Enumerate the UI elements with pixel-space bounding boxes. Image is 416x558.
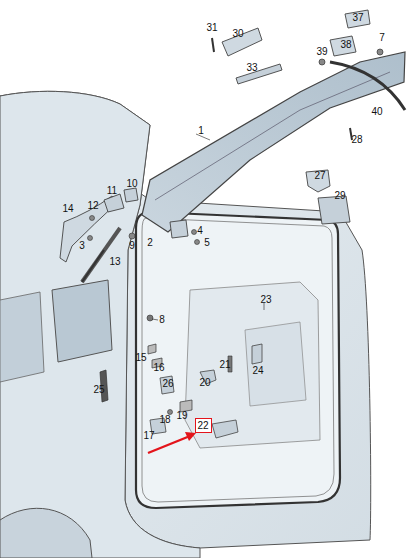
callout-number: 7 [379,33,385,43]
side-window [0,292,44,382]
nut [377,49,383,55]
callout-number: 23 [260,295,271,305]
hinge [170,220,188,238]
striker [212,420,238,438]
tailgate-lid [142,52,405,232]
lamp [252,344,262,364]
side-window [52,280,112,362]
callout-number: 18 [159,415,170,425]
gas-strut-rod [82,250,104,282]
callout-number: 16 [153,363,164,373]
callout-number: 31 [206,23,217,33]
callout-number: 4 [197,226,203,236]
callout-number: 12 [87,201,98,211]
lid-edge [155,72,390,200]
callout-number: 3 [79,241,85,251]
callout-number: 28 [351,135,362,145]
cap-part [345,10,370,28]
callout-number: 17 [143,431,154,441]
callout-number: 15 [135,353,146,363]
callout-number: 37 [352,13,363,23]
trim-strip [330,62,405,110]
bolt [90,216,95,221]
callout-number: 11 [107,186,117,196]
handle-part [330,36,356,56]
callout-number: 30 [232,29,243,39]
callout-number: 22 [198,421,211,431]
callout-number: 25 [93,385,104,395]
bolt [195,240,200,245]
callout-number: 33 [246,63,257,73]
callout-number: 29 [334,191,345,201]
side-trim [245,322,306,406]
door-seal [136,212,340,508]
callout-number: 39 [316,47,327,57]
leader-lines [152,134,264,320]
hinge-cover [104,194,124,212]
bolt [168,410,173,415]
callout-number: 24 [252,366,263,376]
callout-number: 1 [198,126,204,136]
nut [319,59,325,65]
callout-number: 14 [62,204,73,214]
callout-number: 38 [340,40,351,50]
buffer [148,344,156,354]
callout-number: 9 [129,241,135,251]
cargo-floor [185,282,320,448]
wheel-arch [0,508,92,558]
lock-part [306,170,330,192]
screw [212,38,214,52]
cover-cap [160,376,174,394]
callout-number: 10 [126,179,137,189]
callout-number: 20 [199,378,210,388]
pointer-arrowhead [185,432,196,441]
callout-number: 5 [204,238,210,248]
clip [147,315,153,321]
gas-strut [82,228,120,282]
callout-number: 13 [109,257,120,267]
callout-number: 27 [314,171,325,181]
callout-number: 19 [176,411,187,421]
callout-number: 2 [147,238,153,248]
cover-part [222,28,262,56]
callout-number: 8 [159,315,165,325]
seal-part [236,64,282,84]
bracket [124,188,138,202]
highlight-box: 22 [195,418,212,433]
bolt [192,230,197,235]
callout-number: 21 [219,360,230,370]
door-seal-inner [142,218,334,502]
callout-number: 40 [371,107,382,117]
bolt [88,236,93,241]
callout-number: 26 [162,379,173,389]
ball-stud [129,233,135,239]
